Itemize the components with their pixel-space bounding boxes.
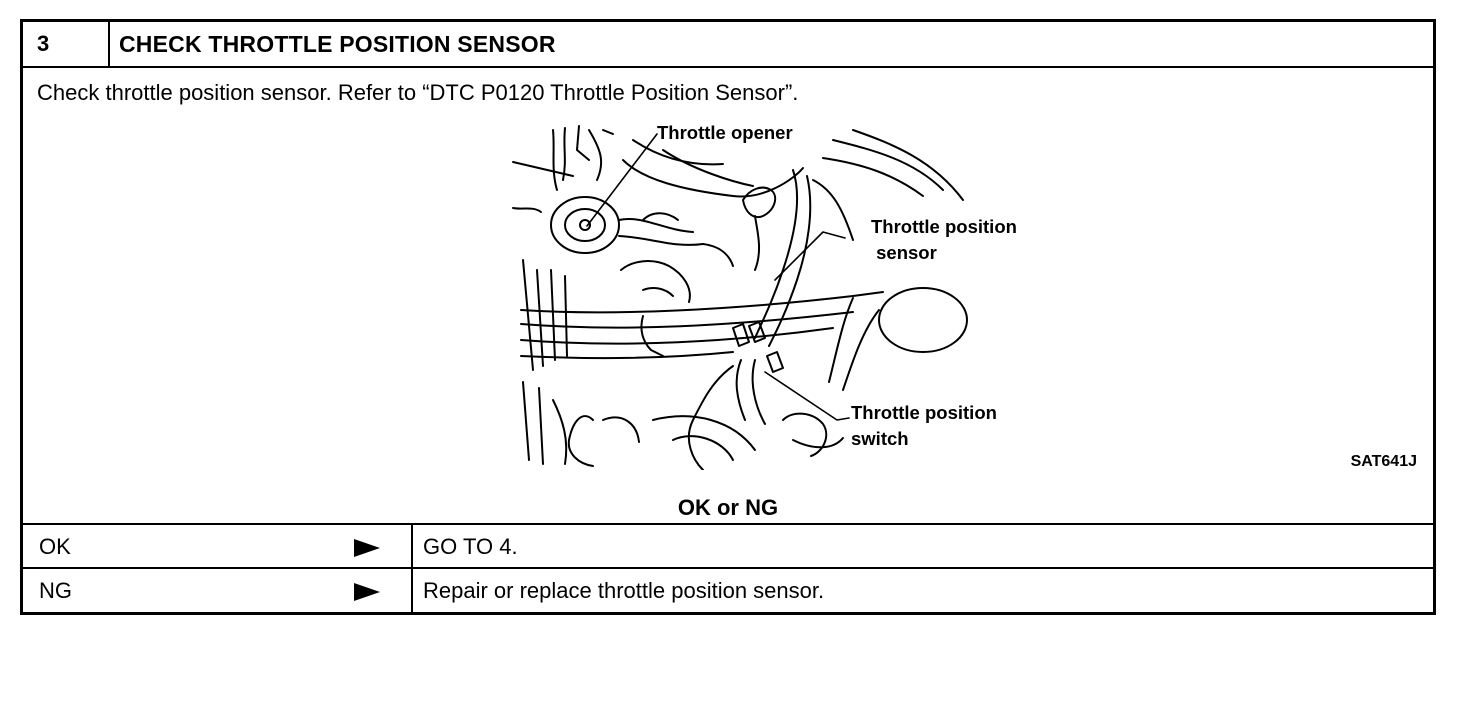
result-row-ng: NG Repair or replace throttle position s… — [23, 569, 1433, 612]
step-number: 3 — [23, 22, 110, 66]
result-label-ok: OK — [39, 534, 71, 559]
result-action-ok: GO TO 4. — [423, 534, 518, 559]
right-triangle-arrow-icon — [354, 539, 380, 562]
result-label-ng: NG — [39, 578, 72, 603]
figure-code: SAT641J — [1350, 453, 1417, 470]
result-row-ok: OK GO TO 4. — [23, 525, 1433, 569]
right-triangle-arrow-icon — [354, 583, 380, 606]
result-condition-cell: OK — [23, 525, 413, 567]
step-title: CHECK THROTTLE POSITION SENSOR — [119, 31, 556, 57]
step-instruction: Check throttle position sensor. Refer to… — [37, 80, 799, 105]
label-throttle-opener: Throttle opener — [657, 122, 793, 143]
diagnostic-procedure-table: 3 CHECK THROTTLE POSITION SENSOR Check t… — [20, 19, 1436, 615]
result-question: OK or NG — [677, 495, 779, 520]
step-header-row: 3 CHECK THROTTLE POSITION SENSOR — [23, 22, 1433, 68]
step-body: Check throttle position sensor. Refer to… — [23, 68, 1433, 525]
label-throttle-position-sensor: Throttle position sensor — [871, 216, 1017, 263]
result-action-ng: Repair or replace throttle position sens… — [423, 578, 825, 603]
engine-line-drawing — [512, 125, 968, 471]
label-throttle-position-switch: Throttle position switch — [851, 402, 997, 449]
result-condition-cell: NG — [23, 569, 413, 612]
engine-component-illustration: Throttle opener Throttle position sensor… — [493, 120, 1033, 471]
